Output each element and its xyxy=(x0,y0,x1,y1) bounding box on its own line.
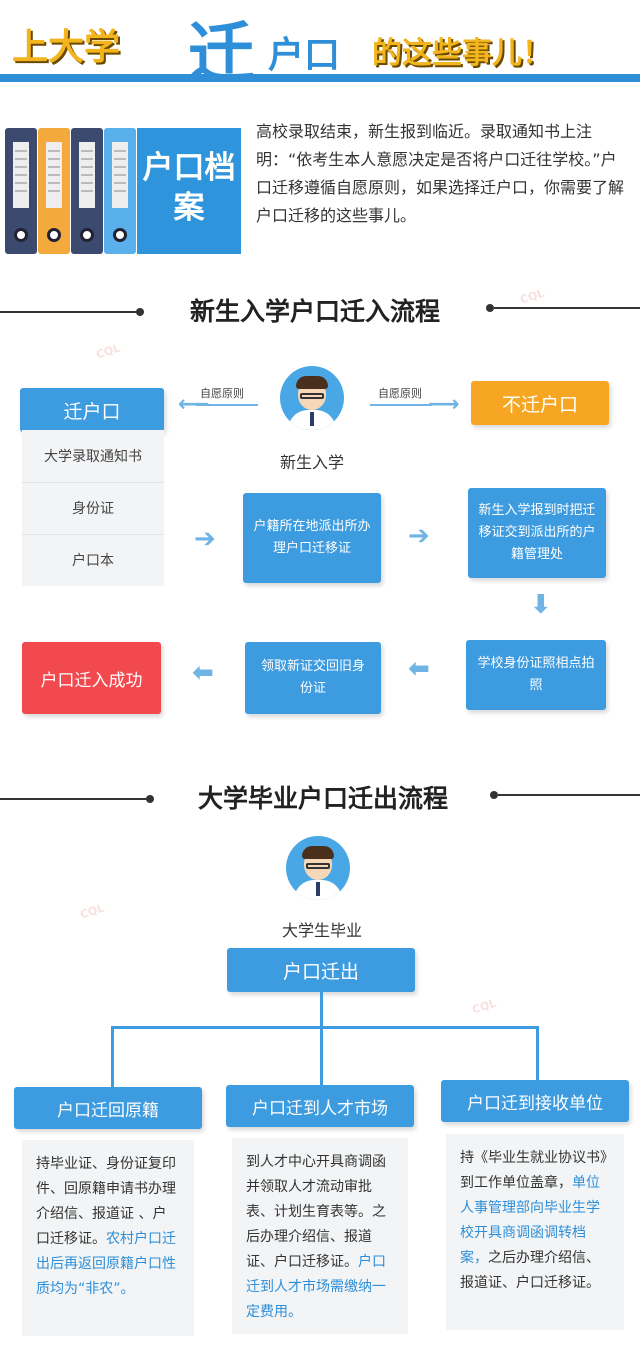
watermark: CQL xyxy=(78,901,106,922)
arrow-down-icon: ⬇ xyxy=(530,590,552,620)
arrow-left-icon: ⬅ xyxy=(192,658,214,688)
watermark: CQL xyxy=(518,286,546,307)
list-item: 身份证 xyxy=(22,482,164,535)
header-underline xyxy=(0,74,640,82)
desc-highlight: 单位人事管理部向毕业生学校开具商调函调转档案， xyxy=(460,1175,600,1266)
section-divider xyxy=(0,311,138,313)
binder-icon xyxy=(71,128,103,254)
connector xyxy=(111,1026,539,1029)
desc-highlight: 农村户口迁出后再返回原籍户口性质均为“非农”。 xyxy=(36,1231,176,1297)
arrow-right-icon: ➔ xyxy=(408,521,430,551)
move-hukou-box: 迁户口 xyxy=(20,388,164,432)
header-part3: 户口 xyxy=(268,35,341,76)
header-part4: 的这些事儿！ xyxy=(372,36,552,71)
list-item: 户口本 xyxy=(72,553,114,569)
section-divider xyxy=(0,798,148,800)
branch-description: 持《毕业生就业协议书》到工作单位盖章，单位人事管理部向毕业生学校开具商调函调转档… xyxy=(446,1134,624,1330)
intro-paragraph: 高校录取结束，新生报到临近。录取通知书上注明：“依考生本人意愿决定是否将户口迁往… xyxy=(256,122,625,225)
section-divider xyxy=(498,794,640,796)
binder-icon xyxy=(38,128,70,254)
document-list: 大学录取通知书 身份证 户口本 xyxy=(22,430,164,586)
arrow-left-icon: ⬅ xyxy=(408,654,430,684)
connector xyxy=(111,1026,114,1088)
desc-text: 持《毕业生就业协议书》到工作单位盖章， xyxy=(460,1150,607,1191)
header-part2: 迁 xyxy=(188,15,254,92)
section-dot xyxy=(136,308,144,316)
hukou-archive-tile: 户口档案 xyxy=(137,128,241,254)
section2-title: 大学毕业户口迁出流程 xyxy=(197,784,448,813)
arrow-shaft xyxy=(196,404,258,406)
section-dot xyxy=(490,791,498,799)
step-box: 领取新证交回旧身份证 xyxy=(245,642,381,714)
connector xyxy=(536,1026,539,1082)
watermark: CQL xyxy=(94,341,122,362)
center-label: 新生入学 xyxy=(279,453,344,472)
step-box: 新生入学报到时把迁移证交到派出所的户籍管理处 xyxy=(468,488,606,578)
section-dot xyxy=(486,304,494,312)
section1-title: 新生入学户口迁入流程 xyxy=(189,297,440,326)
list-item: 大学录取通知书 xyxy=(22,430,164,483)
desc-highlight: 户口迁到人才市场需缴纳一定费用。 xyxy=(246,1254,386,1320)
connector xyxy=(320,992,323,1028)
move-out-box: 户口迁出 xyxy=(227,948,415,992)
section-divider xyxy=(494,307,640,309)
connector xyxy=(320,1026,323,1086)
arrow-right-icon: ⟶ xyxy=(428,392,460,417)
desc-text: 到人才中心开具商调函并领取人才流动审批表、计划生育表等。之后办理介绍信、报道证、… xyxy=(246,1154,386,1270)
desc-text: 之后办理介绍信、报道证、户口迁移证。 xyxy=(460,1250,600,1291)
step-box: 学校身份证照相点拍照 xyxy=(466,640,606,710)
desc-text: 持毕业证、身份证复印件、回原籍申请书办理介绍信、报道证 、户口迁移证。 xyxy=(36,1156,176,1247)
graduate-avatar-icon xyxy=(286,836,350,900)
arrow-right-icon: ➔ xyxy=(194,524,216,554)
arrow-label-left: 自愿原则 xyxy=(200,387,244,400)
center-label: 大学生毕业 xyxy=(281,921,362,940)
branch-title: 户口迁回原籍 xyxy=(14,1087,202,1129)
branch-description: 持毕业证、身份证复印件、回原籍申请书办理介绍信、报道证 、户口迁移证。农村户口迁… xyxy=(22,1140,194,1336)
student-avatar-icon xyxy=(280,366,344,430)
success-box: 户口迁入成功 xyxy=(22,642,161,714)
binder-icon xyxy=(5,128,37,254)
binder-icon xyxy=(104,128,136,254)
branch-title: 户口迁到接收单位 xyxy=(441,1080,629,1122)
branch-title: 户口迁到人才市场 xyxy=(226,1085,414,1127)
section-dot xyxy=(146,795,154,803)
branch-description: 到人才中心开具商调函并领取人才流动审批表、计划生育表等。之后办理介绍信、报道证、… xyxy=(232,1138,408,1334)
watermark: CQL xyxy=(470,996,498,1017)
arrow-shaft xyxy=(370,404,432,406)
step-box: 户籍所在地派出所办理户口迁移证 xyxy=(243,493,381,583)
arrow-label-right: 自愿原则 xyxy=(378,387,422,400)
header-part1: 上大学 xyxy=(12,27,121,68)
no-move-hukou-box: 不迁户口 xyxy=(471,381,609,425)
